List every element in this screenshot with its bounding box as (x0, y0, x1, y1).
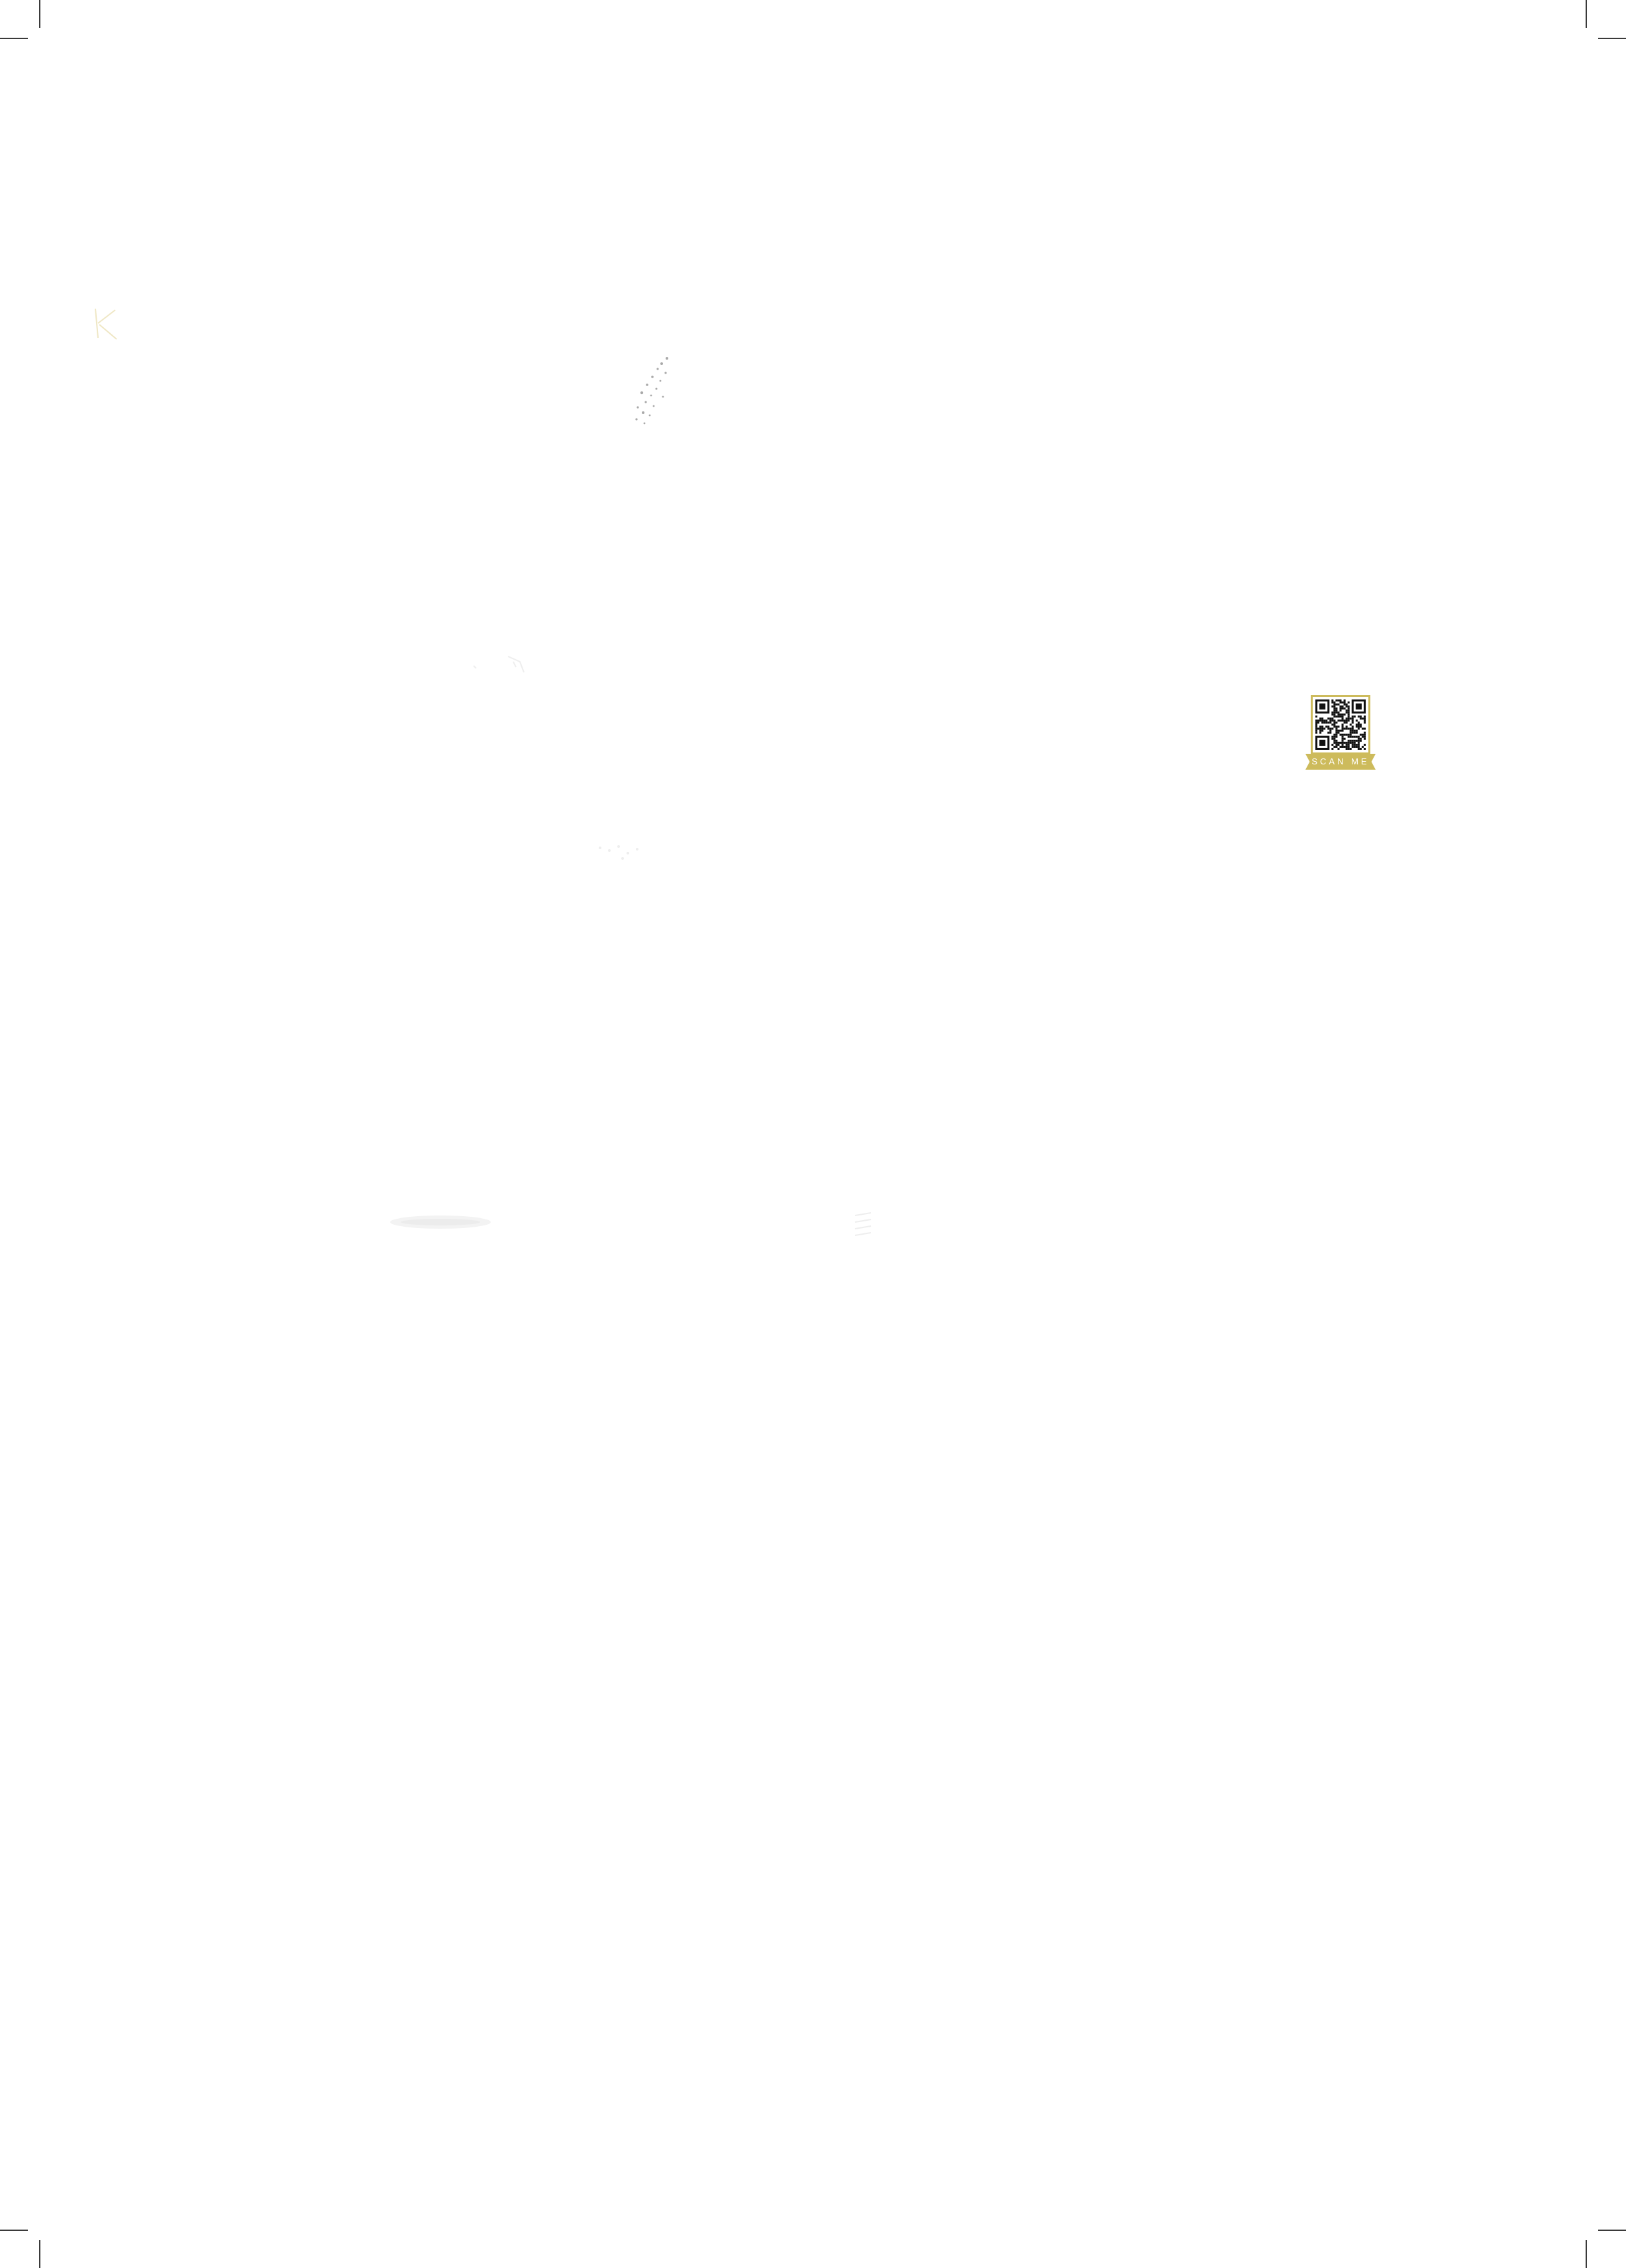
qr-code-badge: SCAN ME (1305, 695, 1376, 772)
scan-me-ribbon: SCAN ME (1305, 754, 1376, 770)
faint-brushstroke-decoration (390, 1215, 491, 1229)
crop-mark-bottom-left-horizontal (0, 2230, 28, 2231)
crop-mark-top-right-horizontal (1598, 38, 1626, 39)
faint-scribble-decoration (473, 656, 525, 673)
faint-hatch-decoration (854, 1212, 872, 1236)
faint-stipple-decoration-2 (599, 845, 638, 860)
crop-mark-top-left-horizontal (0, 38, 28, 39)
faint-logo-mark-icon (95, 308, 117, 340)
faint-stipple-decoration (635, 357, 668, 425)
crop-mark-bottom-right-vertical (1586, 2240, 1587, 2268)
scan-me-label: SCAN ME (1311, 756, 1370, 766)
qr-code-icon (1315, 699, 1366, 750)
crop-mark-top-left-vertical (39, 0, 40, 28)
crop-mark-top-right-vertical (1586, 0, 1587, 28)
crop-mark-bottom-left-vertical (39, 2240, 40, 2268)
crop-mark-bottom-right-horizontal (1598, 2230, 1626, 2231)
qr-code-frame (1311, 695, 1370, 754)
